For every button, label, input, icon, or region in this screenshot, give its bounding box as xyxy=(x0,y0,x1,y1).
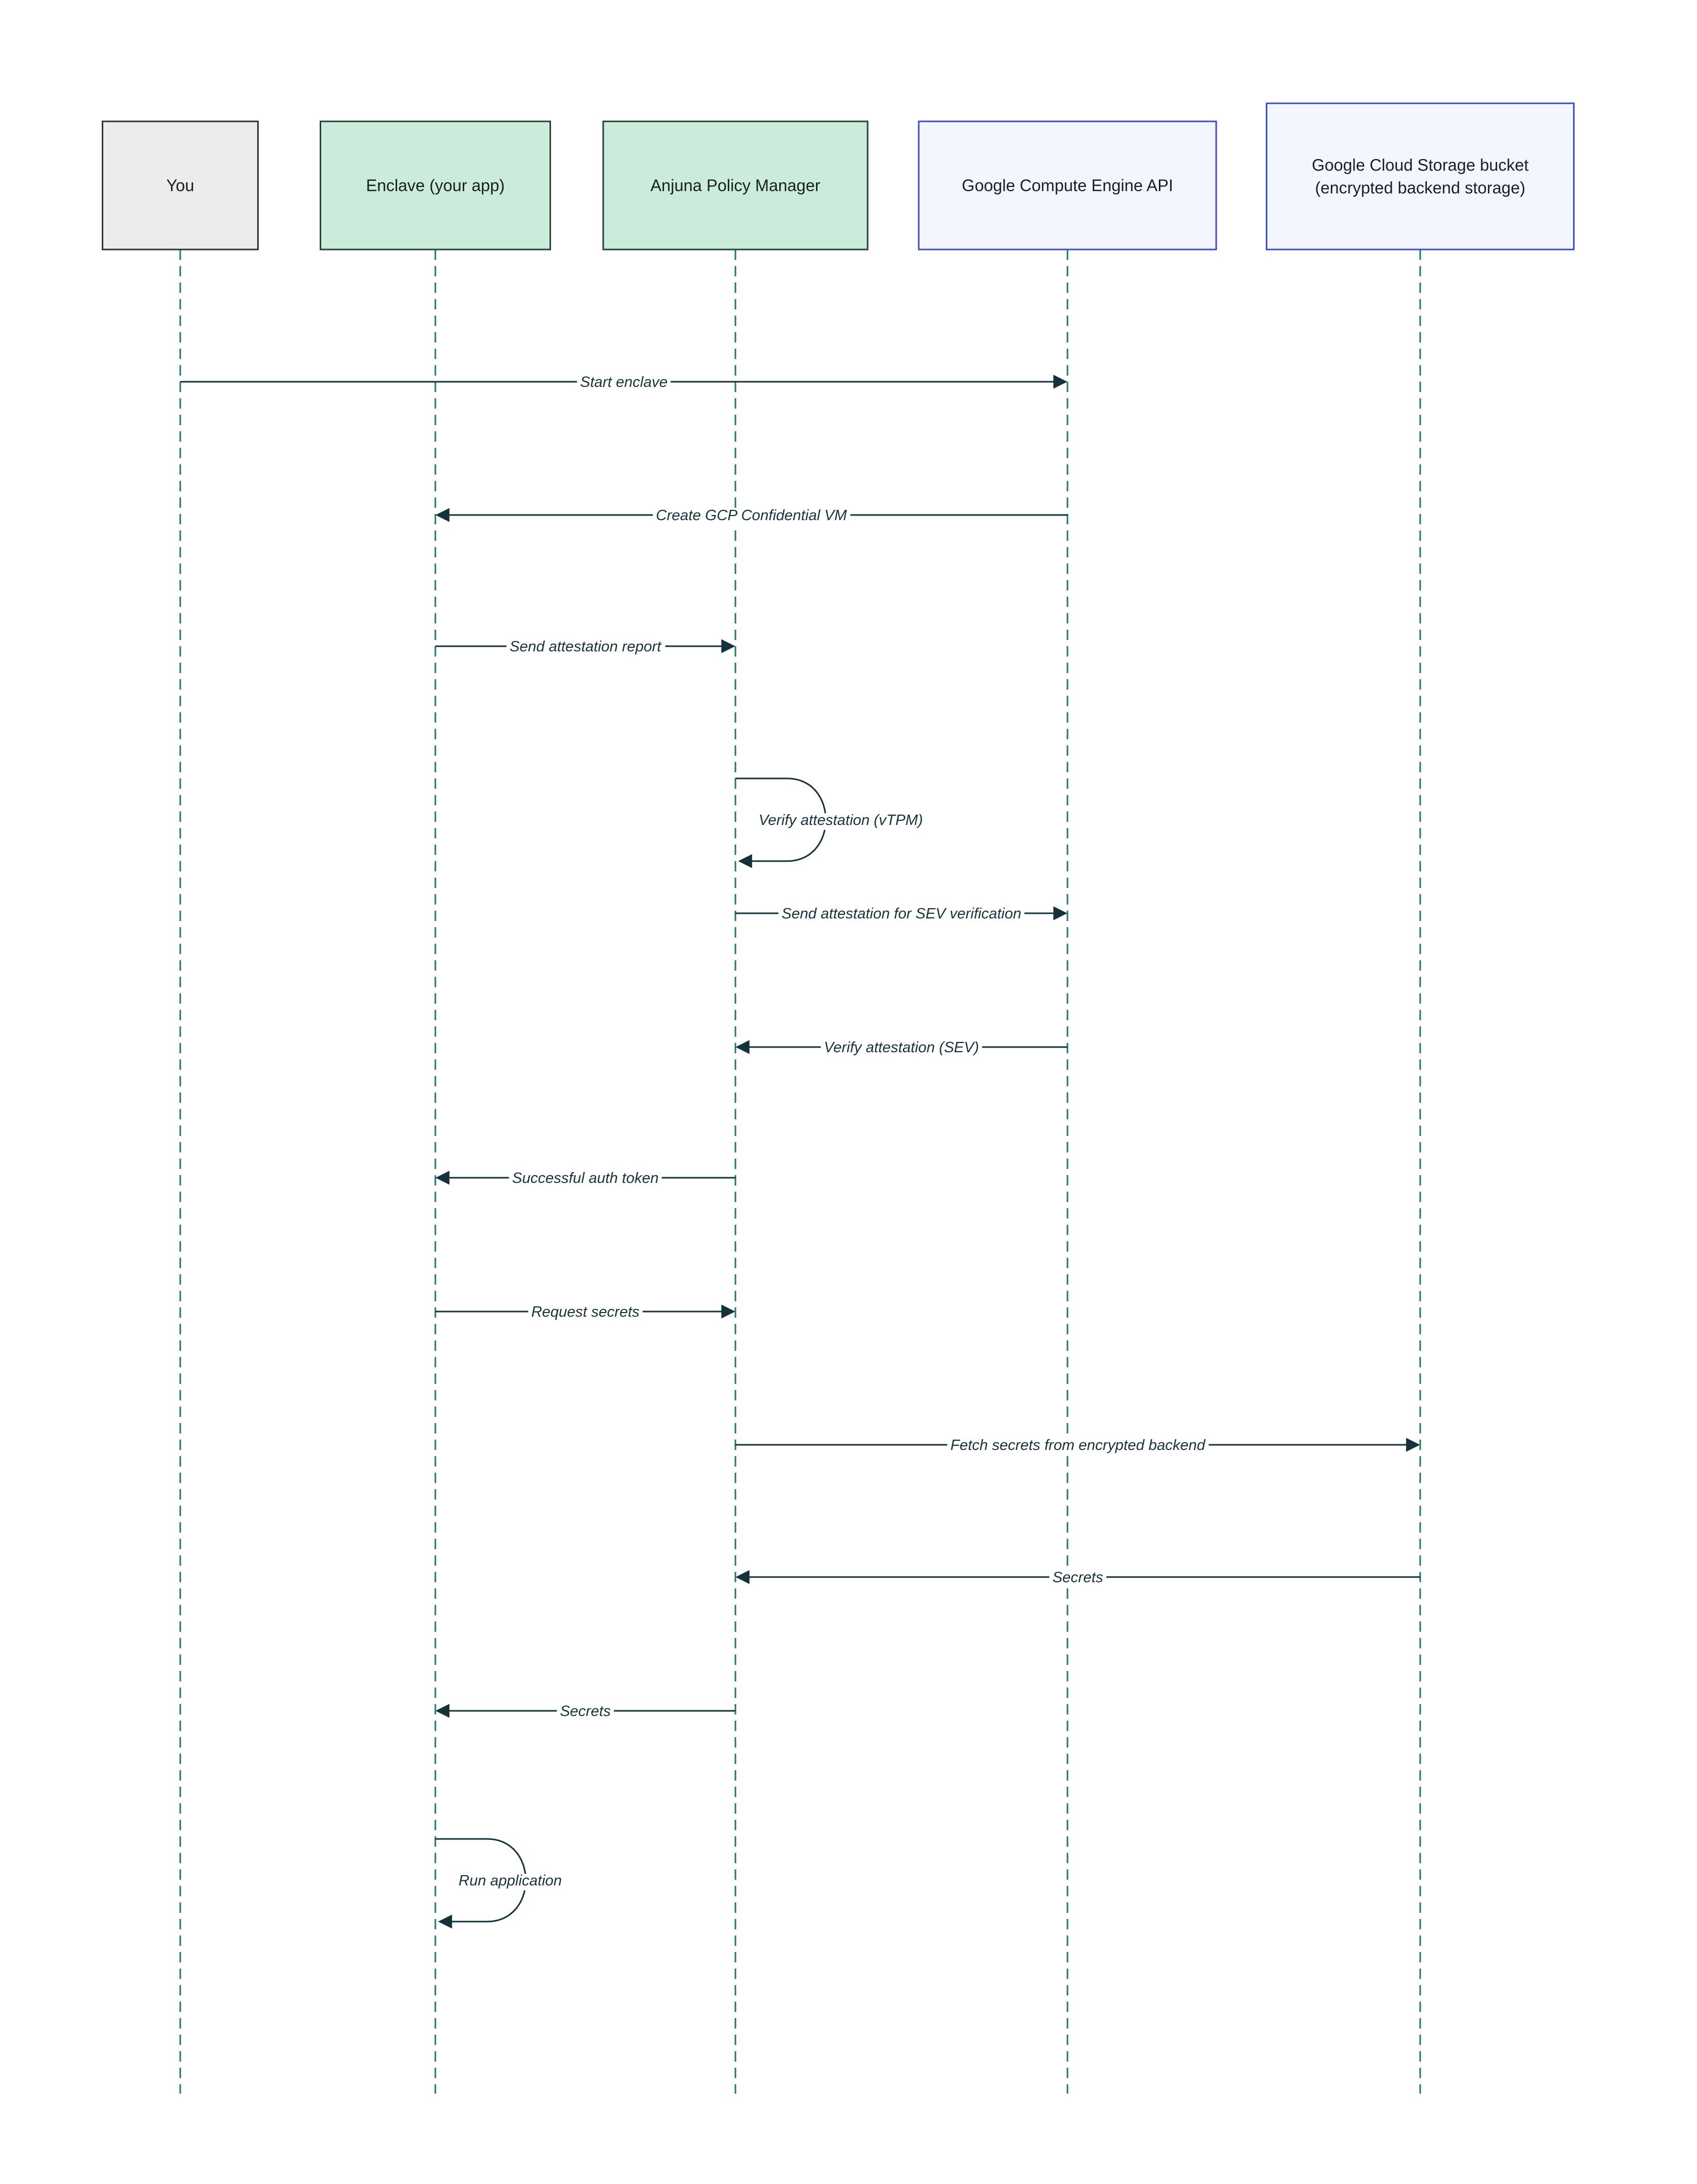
actor-box-you xyxy=(102,120,259,251)
message-label: Secrets xyxy=(560,1703,610,1720)
actor-label-enclave: Enclave (your app) xyxy=(366,176,505,195)
message-11: Secrets xyxy=(435,1703,735,1721)
message-10: Secrets xyxy=(735,1569,1420,1587)
message-label: Secrets xyxy=(1052,1569,1103,1586)
message-label: Run application xyxy=(459,1873,562,1889)
message-label-bg xyxy=(528,1305,643,1322)
message-label-bg xyxy=(947,1438,1209,1455)
message-label: Verify attestation (vTPM) xyxy=(759,812,923,829)
message-1: Start enclave xyxy=(180,374,1067,392)
message-4: Verify attestation (vTPM) xyxy=(735,777,926,868)
message-label-bg xyxy=(557,1704,614,1721)
message-12: Run application xyxy=(435,1838,565,1929)
actor-gce: Google Compute Engine API xyxy=(918,120,1217,251)
message-label-bg xyxy=(1049,1570,1107,1587)
message-label: Send attestation report xyxy=(510,638,662,655)
message-6: Verify attestation (SEV) xyxy=(735,1039,1067,1057)
actor-enclave: Enclave (your app) xyxy=(320,120,551,251)
message-label: Successful auth token xyxy=(512,1170,659,1187)
message-7: Successful auth token xyxy=(435,1170,735,1188)
message-3: Send attestation report xyxy=(435,638,735,657)
actor-box-gce xyxy=(918,120,1217,251)
actor-box-gcs xyxy=(1266,102,1575,251)
message-label: Verify attestation (SEV) xyxy=(824,1039,979,1056)
actor-label-gce: Google Compute Engine API xyxy=(962,176,1173,195)
actor-label-apm: Anjuna Policy Manager xyxy=(650,176,820,195)
message-label-bg xyxy=(577,375,671,392)
message-label: Request secrets xyxy=(531,1304,640,1320)
message-label-bg xyxy=(778,907,1025,924)
message-label: Start enclave xyxy=(580,374,667,391)
message-5: Send attestation for SEV verification xyxy=(735,906,1067,924)
actor-label-gcs: Google Cloud Storage bucket xyxy=(1312,156,1529,175)
actor-gcs: Google Cloud Storage bucket (encrypted ba… xyxy=(1266,102,1575,251)
message-2: Create GCP Confidential VM xyxy=(435,507,1067,525)
message-label-bg xyxy=(509,1171,662,1188)
message-label-bg xyxy=(653,508,851,525)
message-label: Send attestation for SEV verification xyxy=(781,906,1021,922)
actor-box-enclave xyxy=(320,120,551,251)
message-label-bg xyxy=(455,1874,565,1891)
message-label: Create GCP Confidential VM xyxy=(656,507,847,524)
message-label: Fetch secrets from encrypted backend xyxy=(950,1437,1205,1454)
message-label-bg xyxy=(506,639,666,657)
actor-box-apm xyxy=(602,120,869,251)
actor-label-gcs: (encrypted backend storage) xyxy=(1315,179,1525,197)
message-8: Request secrets xyxy=(435,1304,735,1322)
actor-label-you: You xyxy=(166,176,194,195)
actor-you: You xyxy=(102,120,259,251)
message-label-bg xyxy=(821,1040,982,1057)
actor-apm: Anjuna Policy Manager xyxy=(602,120,869,251)
message-9: Fetch secrets from encrypted backend xyxy=(735,1437,1420,1455)
message-label-bg xyxy=(756,813,926,830)
